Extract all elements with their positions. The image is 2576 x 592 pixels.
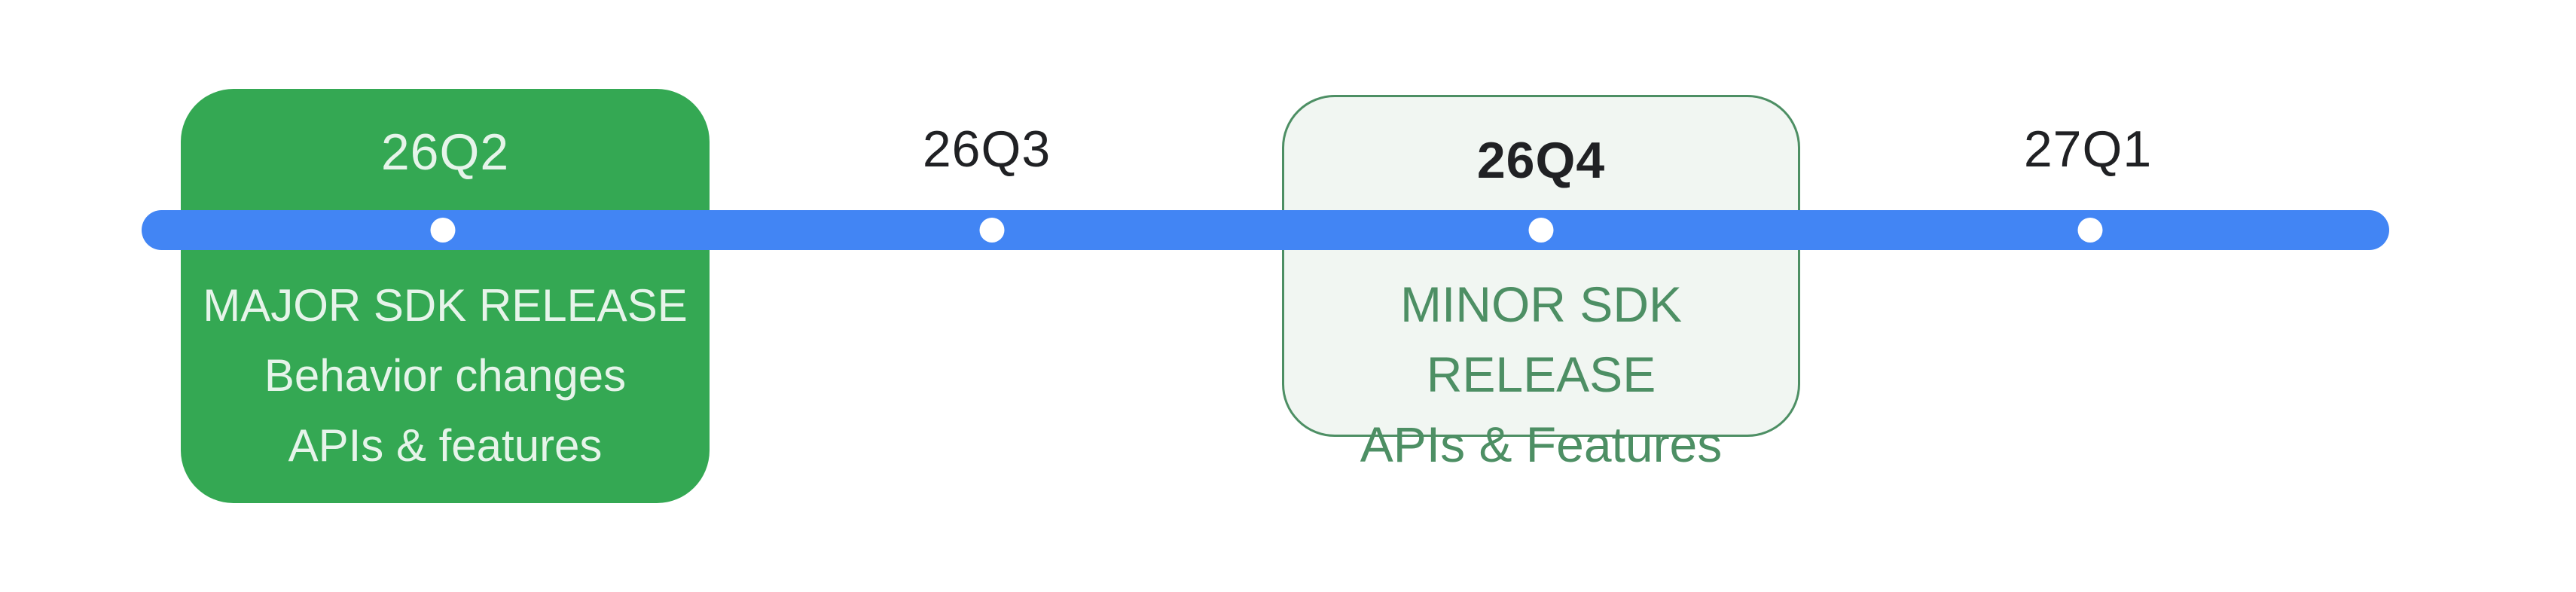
minor-card-quarter-title: 26Q4 bbox=[1476, 132, 1606, 189]
major-card-quarter-title: 26Q2 bbox=[380, 124, 510, 181]
major-card-line-release-type: MAJOR SDK RELEASE bbox=[203, 280, 688, 331]
timeline-dot-26q4 bbox=[1528, 218, 1554, 243]
quarter-label-27q1: 27Q1 bbox=[2023, 121, 2153, 178]
major-card-line-behavior-changes: Behavior changes bbox=[264, 350, 627, 401]
minor-release-card: 26Q4 MINOR SDK RELEASE APIs & Features bbox=[1282, 95, 1800, 472]
major-card-body: MAJOR SDK RELEASE Behavior changes APIs … bbox=[181, 270, 710, 481]
timeline-dot-27q1 bbox=[2077, 218, 2103, 243]
major-card-line-apis-features: APIs & features bbox=[288, 420, 603, 471]
major-release-card: 26Q2 MAJOR SDK RELEASE Behavior changes … bbox=[181, 89, 710, 503]
timeline-bar bbox=[142, 210, 2389, 250]
timeline-dot-26q3 bbox=[979, 218, 1005, 243]
minor-card-line-release-type: MINOR SDK RELEASE bbox=[1399, 276, 1683, 402]
minor-card-body: MINOR SDK RELEASE APIs & Features bbox=[1284, 270, 1798, 480]
minor-card-line-apis-features: APIs & Features bbox=[1360, 417, 1723, 472]
quarter-label-26q3: 26Q3 bbox=[922, 121, 1051, 178]
timeline-dot-26q2 bbox=[430, 218, 456, 243]
